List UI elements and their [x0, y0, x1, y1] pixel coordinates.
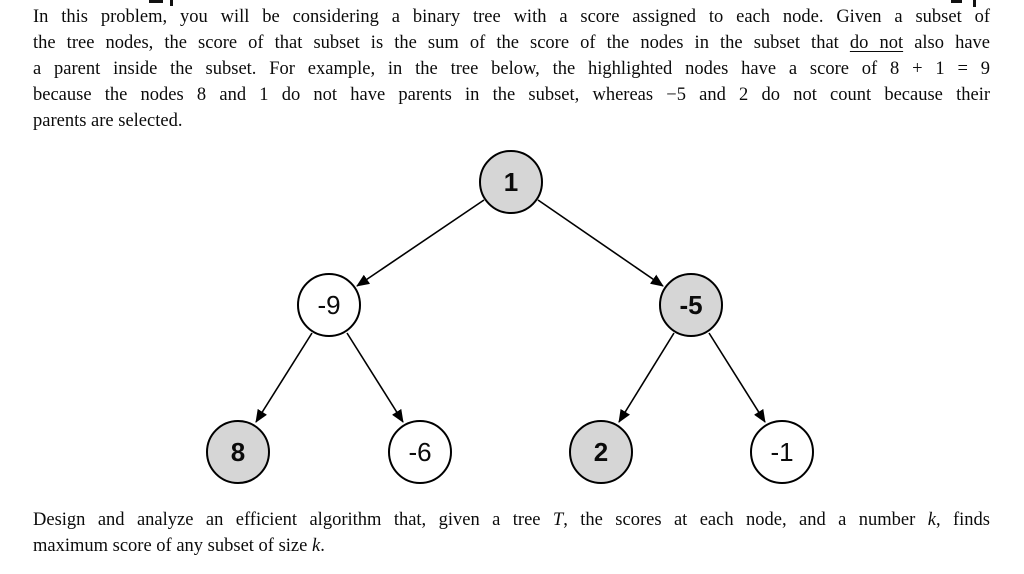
tree-node-label: 2 — [594, 437, 608, 467]
math-variable-k: k — [311, 536, 321, 556]
tree-node-right-left — [569, 420, 633, 484]
math-variable-T: T — [552, 510, 564, 530]
crop-artifact — [973, 0, 976, 7]
line-text: , finds — [935, 510, 990, 530]
paragraph-line: the tree nodes, the score of that subset… — [33, 30, 990, 56]
edge-right-to-rightleft — [618, 332, 675, 423]
paragraph-line: because the nodes 8 and 1 do not have pa… — [33, 85, 990, 105]
tree-node-left — [297, 273, 361, 337]
edge-left-to-leftleft — [255, 332, 313, 423]
line-text: . — [320, 536, 325, 556]
line-text: Design and analyze an efficient algorith… — [33, 510, 553, 530]
line-text: maximum score of any subset of size — [33, 536, 312, 556]
tree-node-root — [479, 150, 543, 214]
crop-artifact — [170, 0, 173, 6]
crop-artifact — [951, 0, 962, 3]
tree-node-label: -6 — [408, 437, 431, 467]
paragraph-line: a parent inside the subset. For example,… — [33, 59, 990, 79]
edge-left-to-leftright — [346, 332, 404, 423]
task-paragraph: Design and analyze an efficient algorith… — [33, 507, 990, 559]
tree-node-label: 8 — [231, 437, 245, 467]
edge-root-to-left — [356, 199, 485, 287]
paragraph-line: maximum score of any subset of size k. — [33, 533, 990, 559]
problem-statement-paragraph: In this problem, you will be considering… — [33, 4, 990, 134]
line-text: the tree nodes, the score of that subset… — [33, 33, 850, 53]
math-variable-k: k — [927, 510, 936, 530]
paragraph-line: In this problem, you will be considering… — [33, 7, 990, 27]
underlined-text: do not — [849, 33, 904, 53]
tree-node-label: -1 — [770, 437, 793, 467]
paragraph-line: parents are selected. — [33, 111, 183, 131]
crop-artifact — [149, 0, 163, 3]
tree-node-label: -5 — [679, 290, 702, 320]
line-text: also have — [903, 33, 990, 53]
tree-node-right-right — [750, 420, 814, 484]
tree-node-left-right — [388, 420, 452, 484]
edge-root-to-right — [537, 199, 664, 287]
tree-node-right — [659, 273, 723, 337]
tree-node-label: 1 — [504, 167, 518, 197]
tree-node-label: -9 — [317, 290, 340, 320]
edge-right-to-rightright — [708, 332, 766, 423]
tree-node-left-left — [206, 420, 270, 484]
paragraph-line: Design and analyze an efficient algorith… — [33, 507, 990, 533]
line-text: , the scores at each node, and a number — [563, 510, 928, 530]
